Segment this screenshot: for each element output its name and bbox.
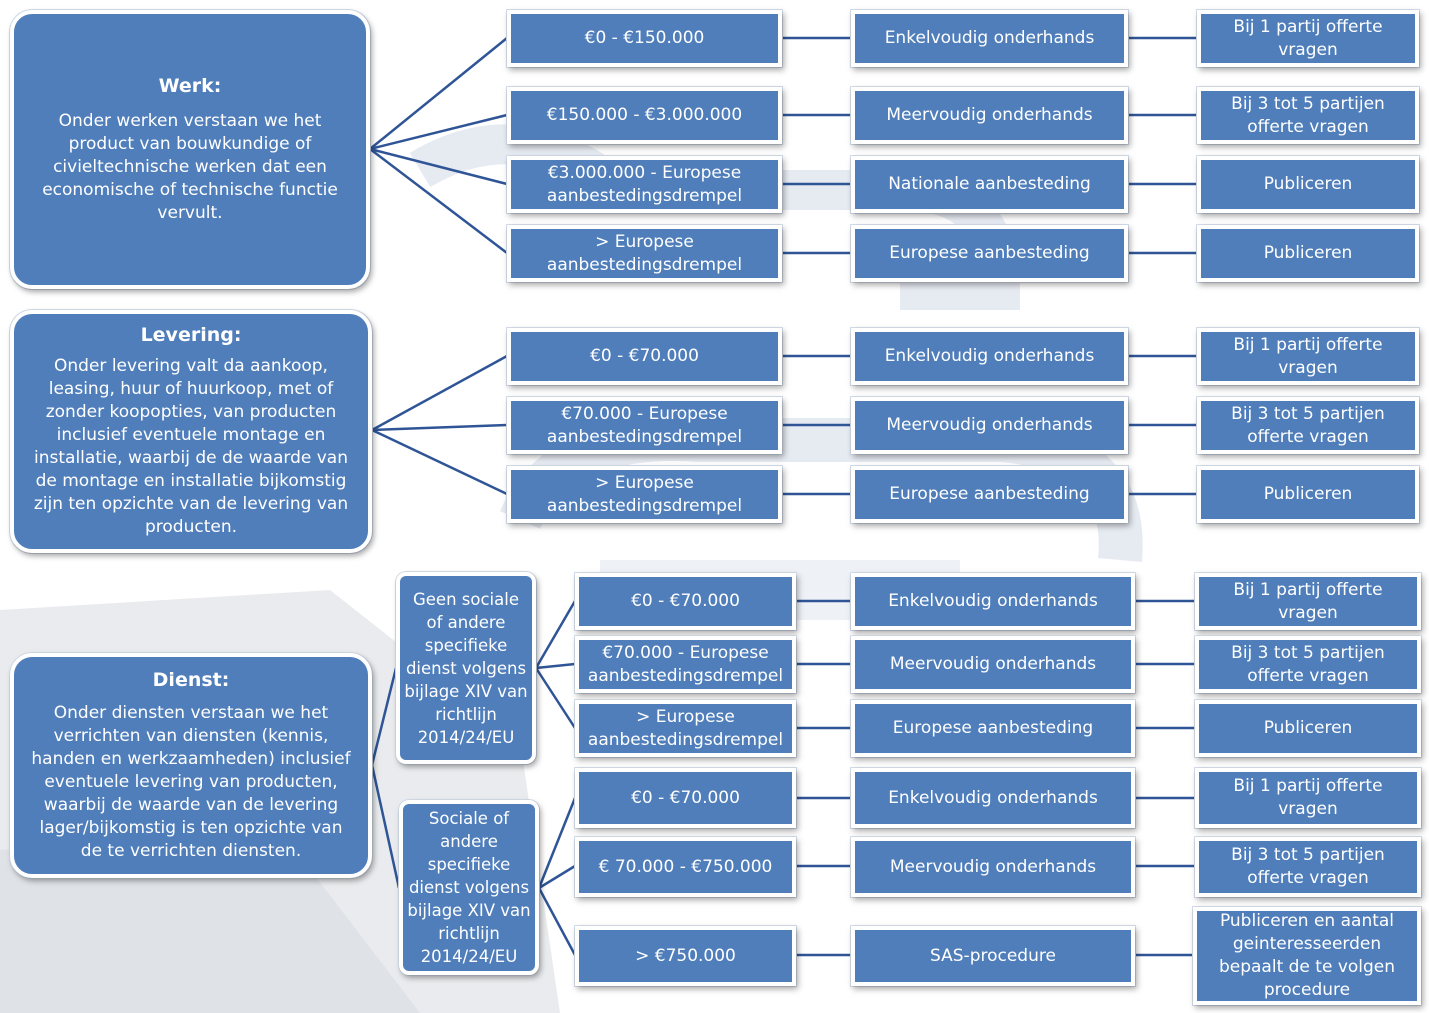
- supply-procedure-1: Enkelvoudig onderhands: [851, 328, 1128, 385]
- service-standard-procedure-1: Enkelvoudig onderhands: [851, 573, 1135, 630]
- service-social-procedure-1: Enkelvoudig onderhands: [851, 768, 1135, 828]
- connector: [371, 354, 508, 432]
- supply-procedure-2: Meervoudig onderhands: [851, 397, 1128, 454]
- work-range-2: €150.000 - €3.000.000: [507, 87, 782, 144]
- connector: [370, 667, 398, 766]
- work-procedure-2: Meervoudig onderhands: [851, 87, 1128, 144]
- work-category-box: Werk: Onder werken verstaan we het produ…: [10, 10, 370, 289]
- work-action-2: Bij 3 tot 5 partijen offerte vragen: [1197, 87, 1419, 144]
- service-social-action-3: Publiceren en aantal geinteresseerden be…: [1193, 907, 1421, 1005]
- supply-action-2: Bij 3 tot 5 partijen offerte vragen: [1197, 397, 1419, 454]
- service-standard-procedure-3: Europese aanbesteding: [851, 700, 1135, 757]
- service-social-action-2: Bij 3 tot 5 partijen offerte vragen: [1195, 837, 1421, 897]
- service-standard-range-3: > Europese aanbestedingsdrempel: [575, 700, 796, 757]
- supply-range-1: €0 - €70.000: [507, 328, 782, 385]
- connector: [369, 147, 508, 186]
- service-standard-range-1: €0 - €70.000: [575, 573, 796, 630]
- work-action-1: Bij 1 partij offerte vragen: [1197, 10, 1419, 67]
- service-social-range-2: € 70.000 - €750.000: [575, 837, 796, 897]
- service-social-range-1: €0 - €70.000: [575, 768, 796, 828]
- work-procedure-3: Nationale aanbesteding: [851, 156, 1128, 213]
- service-social-range-3: > €750.000: [575, 926, 796, 986]
- supply-range-2: €70.000 - Europese aanbestedingsdrempel: [507, 397, 782, 454]
- work-action-4: Publiceren: [1197, 225, 1419, 282]
- service-social-procedure-2: Meervoudig onderhands: [851, 837, 1135, 897]
- supply-action-1: Bij 1 partij offerte vragen: [1197, 328, 1419, 385]
- supply-description: Onder levering valt da aankoop, leasing,…: [33, 356, 349, 537]
- connector: [371, 423, 508, 432]
- service-description: Onder diensten verstaan we het verrichte…: [31, 702, 351, 861]
- connector: [371, 428, 508, 496]
- service-standard-range-2: €70.000 - Europese aanbestedingsdrempel: [575, 636, 796, 693]
- connector: [538, 864, 576, 890]
- work-range-3: €3.000.000 - Europese aanbestedingsdremp…: [507, 156, 782, 213]
- supply-procedure-3: Europese aanbesteding: [851, 466, 1128, 523]
- connector: [537, 887, 577, 956]
- connector: [369, 148, 508, 254]
- connector: [534, 600, 577, 669]
- service-subcategory-standard: Geen sociale of andere specifieke dienst…: [396, 572, 536, 764]
- work-action-3: Publiceren: [1197, 156, 1419, 213]
- supply-range-3: > Europese aanbestedingsdrempel: [507, 466, 782, 523]
- service-standard-procedure-2: Meervoudig onderhands: [851, 636, 1135, 693]
- supply-category-box: Levering: Onder levering valt da aankoop…: [10, 310, 372, 553]
- work-description: Onder werken verstaan we het product van…: [42, 110, 338, 223]
- service-title: Dienst:: [152, 668, 230, 691]
- supply-action-3: Publiceren: [1197, 466, 1419, 523]
- service-standard-action-2: Bij 3 tot 5 partijen offerte vragen: [1195, 636, 1421, 693]
- work-procedure-4: Europese aanbesteding: [851, 225, 1128, 282]
- connector: [369, 113, 508, 151]
- service-standard-action-3: Publiceren: [1195, 700, 1421, 757]
- service-category-box: Dienst: Onder diensten verstaan we het v…: [10, 653, 372, 878]
- work-range-4: > Europese aanbestedingsdrempel: [507, 225, 782, 282]
- service-standard-action-1: Bij 1 partij offerte vragen: [1195, 573, 1421, 630]
- work-title: Werk:: [158, 74, 222, 97]
- connector: [370, 764, 401, 889]
- service-subcategory-social: Sociale of andere specifieke dienst volg…: [399, 800, 539, 975]
- connector: [534, 667, 577, 729]
- work-procedure-1: Enkelvoudig onderhands: [851, 10, 1128, 67]
- work-range-1: €0 - €150.000: [507, 10, 782, 67]
- service-social-action-1: Bij 1 partij offerte vragen: [1195, 768, 1421, 828]
- connector: [369, 37, 508, 150]
- connector: [537, 797, 577, 889]
- service-social-procedure-3: SAS-procedure: [851, 926, 1135, 986]
- supply-title: Levering:: [140, 324, 242, 346]
- connector: [535, 662, 576, 670]
